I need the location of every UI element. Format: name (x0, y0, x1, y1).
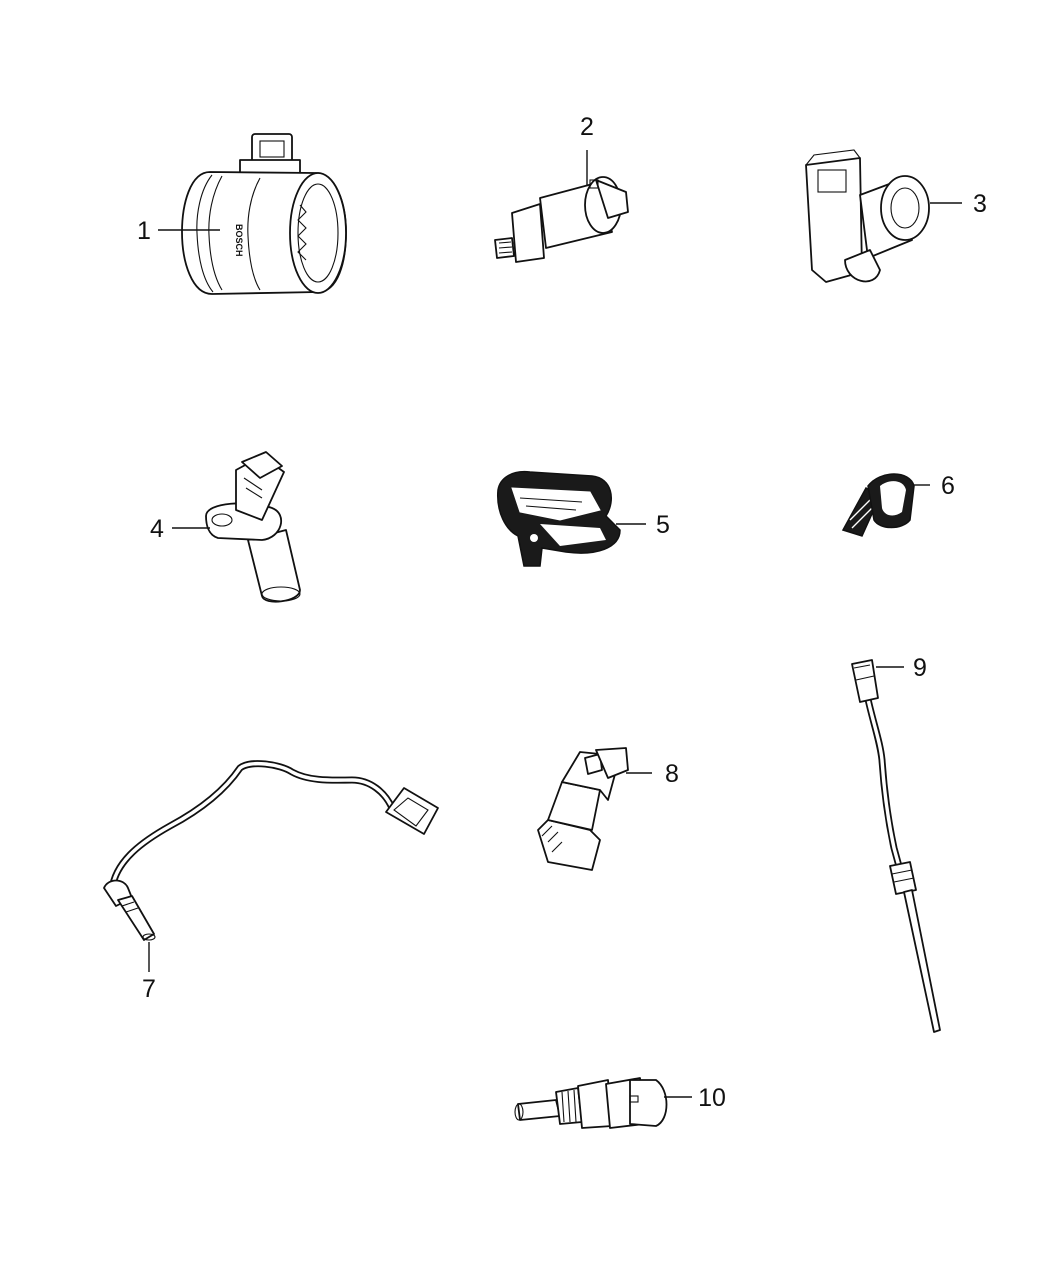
part-4-crankshaft-sensor (205, 451, 301, 603)
part-1-mass-air-flow-sensor: BOSCH (181, 133, 347, 295)
callout-8: 8 (665, 760, 679, 788)
part-10-coolant-temp-sensor (514, 1077, 668, 1129)
callout-9: 9 (913, 654, 927, 682)
callout-2: 2 (580, 113, 594, 141)
part-2-pressure-sensor (494, 176, 629, 263)
part-6-temperature-switch (841, 473, 915, 537)
callout-5: 5 (656, 511, 670, 539)
part-9-egt-sensor (851, 659, 941, 1033)
bosch-logo-text: BOSCH (234, 224, 244, 257)
part-7-exhaust-temp-sensor (103, 760, 439, 941)
part-3-camshaft-sensor (805, 149, 930, 283)
part-8-oil-pressure-switch (537, 747, 629, 871)
callout-3: 3 (973, 190, 987, 218)
callout-10: 10 (698, 1084, 726, 1112)
callout-4: 4 (150, 515, 164, 543)
callout-1: 1 (137, 217, 151, 245)
callout-6: 6 (941, 472, 955, 500)
part-5-map-sensor (497, 470, 621, 567)
callout-7: 7 (142, 975, 156, 1003)
